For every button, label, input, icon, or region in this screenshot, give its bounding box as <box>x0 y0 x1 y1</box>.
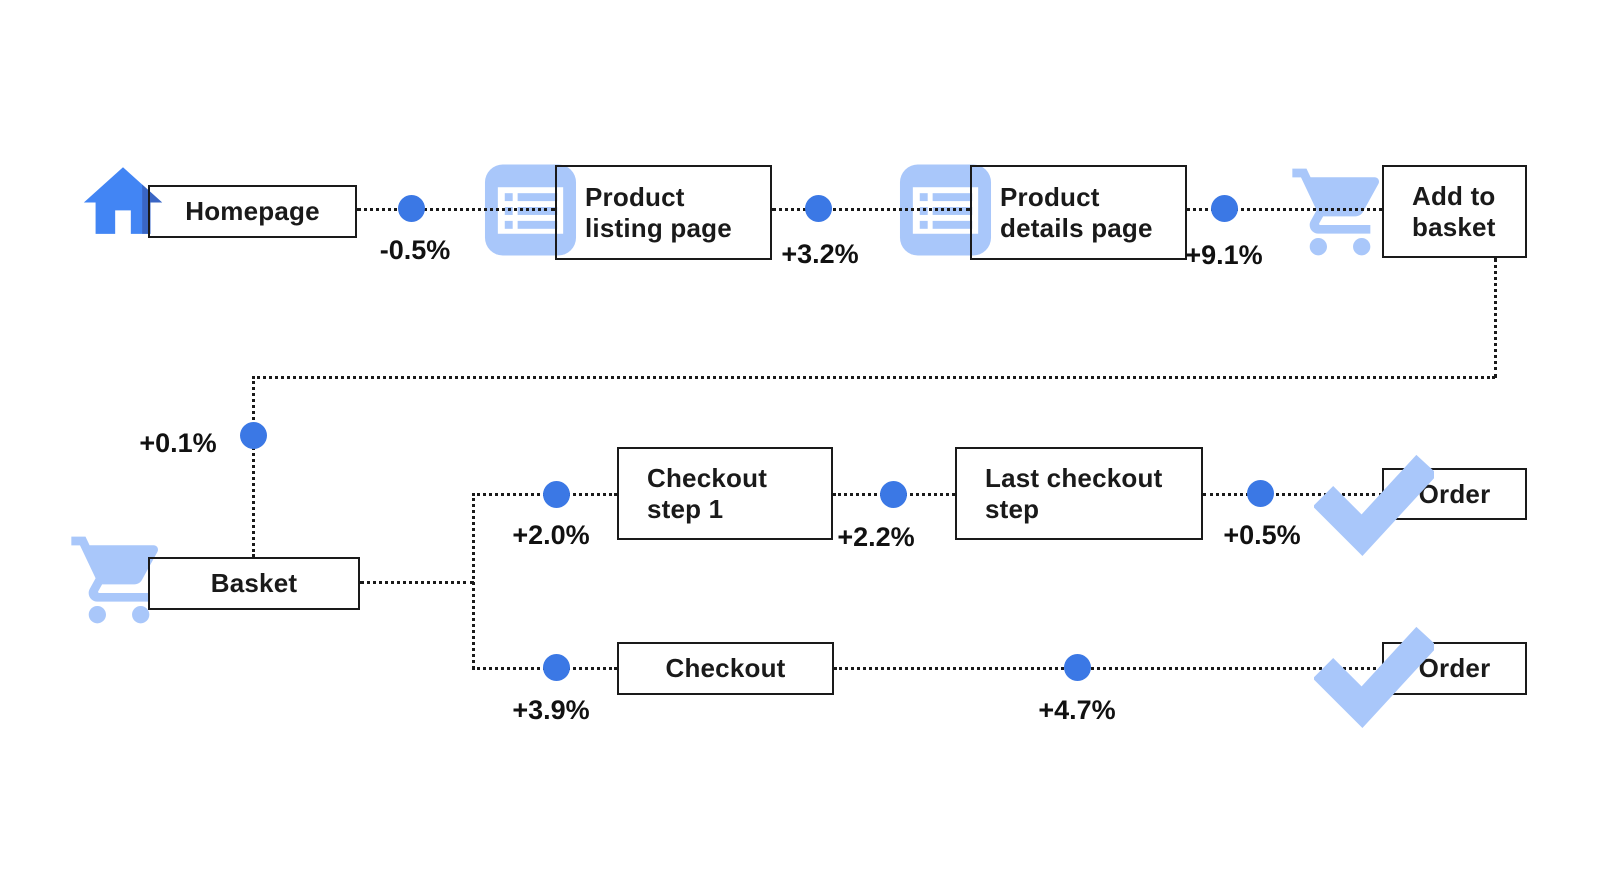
node-label: Checkout step 1 <box>647 462 768 524</box>
flow-dot <box>543 481 570 508</box>
edge-label-add-to-basket-to-basket: +0.1% <box>139 428 217 458</box>
dotted-connector <box>357 208 555 211</box>
node-label: Order <box>1418 653 1491 683</box>
edge-label-basket-to-checkout-step-1: +2.0% <box>512 520 590 550</box>
cart-icon <box>64 528 174 632</box>
dotted-connector <box>772 208 970 211</box>
flow-dot <box>805 195 832 222</box>
node-box-product-listing-page: Product listing page <box>555 165 772 260</box>
node-label: Checkout <box>665 653 786 683</box>
dotted-connector <box>1203 493 1382 496</box>
flow-dot <box>240 422 267 449</box>
node-label: Product listing page <box>585 181 732 243</box>
check-icon <box>1314 444 1434 564</box>
flow-dot <box>1211 195 1238 222</box>
flow-dot <box>398 195 425 222</box>
dotted-connector <box>472 493 475 669</box>
dotted-connector <box>252 376 1495 379</box>
cart-icon <box>1285 160 1395 264</box>
edge-label-homepage-to-listing: -0.5% <box>379 235 451 265</box>
dotted-connector <box>252 376 255 557</box>
node-label: Product details page <box>1000 181 1153 243</box>
edge-label-basket-to-checkout: +3.9% <box>512 695 590 725</box>
node-label: Add to basket <box>1412 180 1496 242</box>
home-icon <box>76 152 170 253</box>
flow-dot <box>880 481 907 508</box>
check-icon <box>1314 616 1434 736</box>
node-label: Last checkout step <box>985 462 1163 524</box>
dotted-connector <box>360 581 474 584</box>
edge-label-details-to-add-to-basket: +9.1% <box>1185 240 1263 270</box>
dotted-connector <box>1187 208 1382 211</box>
node-box-last-checkout-step: Last checkout step <box>955 447 1203 540</box>
node-label: Order <box>1418 478 1491 509</box>
flow-dot <box>543 654 570 681</box>
edge-label-listing-to-details: +3.2% <box>781 239 859 269</box>
node-label: Homepage <box>185 196 320 226</box>
edge-label-checkout-to-order: +4.7% <box>1038 695 1116 725</box>
node-box-checkout: Checkout <box>617 642 834 695</box>
node-box-product-details-page: Product details page <box>970 165 1187 260</box>
node-label: Basket <box>210 568 298 598</box>
dotted-connector <box>1494 258 1497 378</box>
flow-dot <box>1247 480 1274 507</box>
flow-dot <box>1064 654 1091 681</box>
node-box-checkout-step-1: Checkout step 1 <box>617 447 833 540</box>
node-box-basket: Basket <box>148 557 360 610</box>
edge-label-checkout-step-1-to-last-checkout: +2.2% <box>837 522 915 552</box>
dotted-connector <box>834 667 1382 670</box>
edge-label-last-checkout-to-order: +0.5% <box>1223 520 1301 550</box>
node-box-homepage: Homepage <box>148 185 357 238</box>
node-box-add-to-basket: Add to basket <box>1382 165 1527 258</box>
